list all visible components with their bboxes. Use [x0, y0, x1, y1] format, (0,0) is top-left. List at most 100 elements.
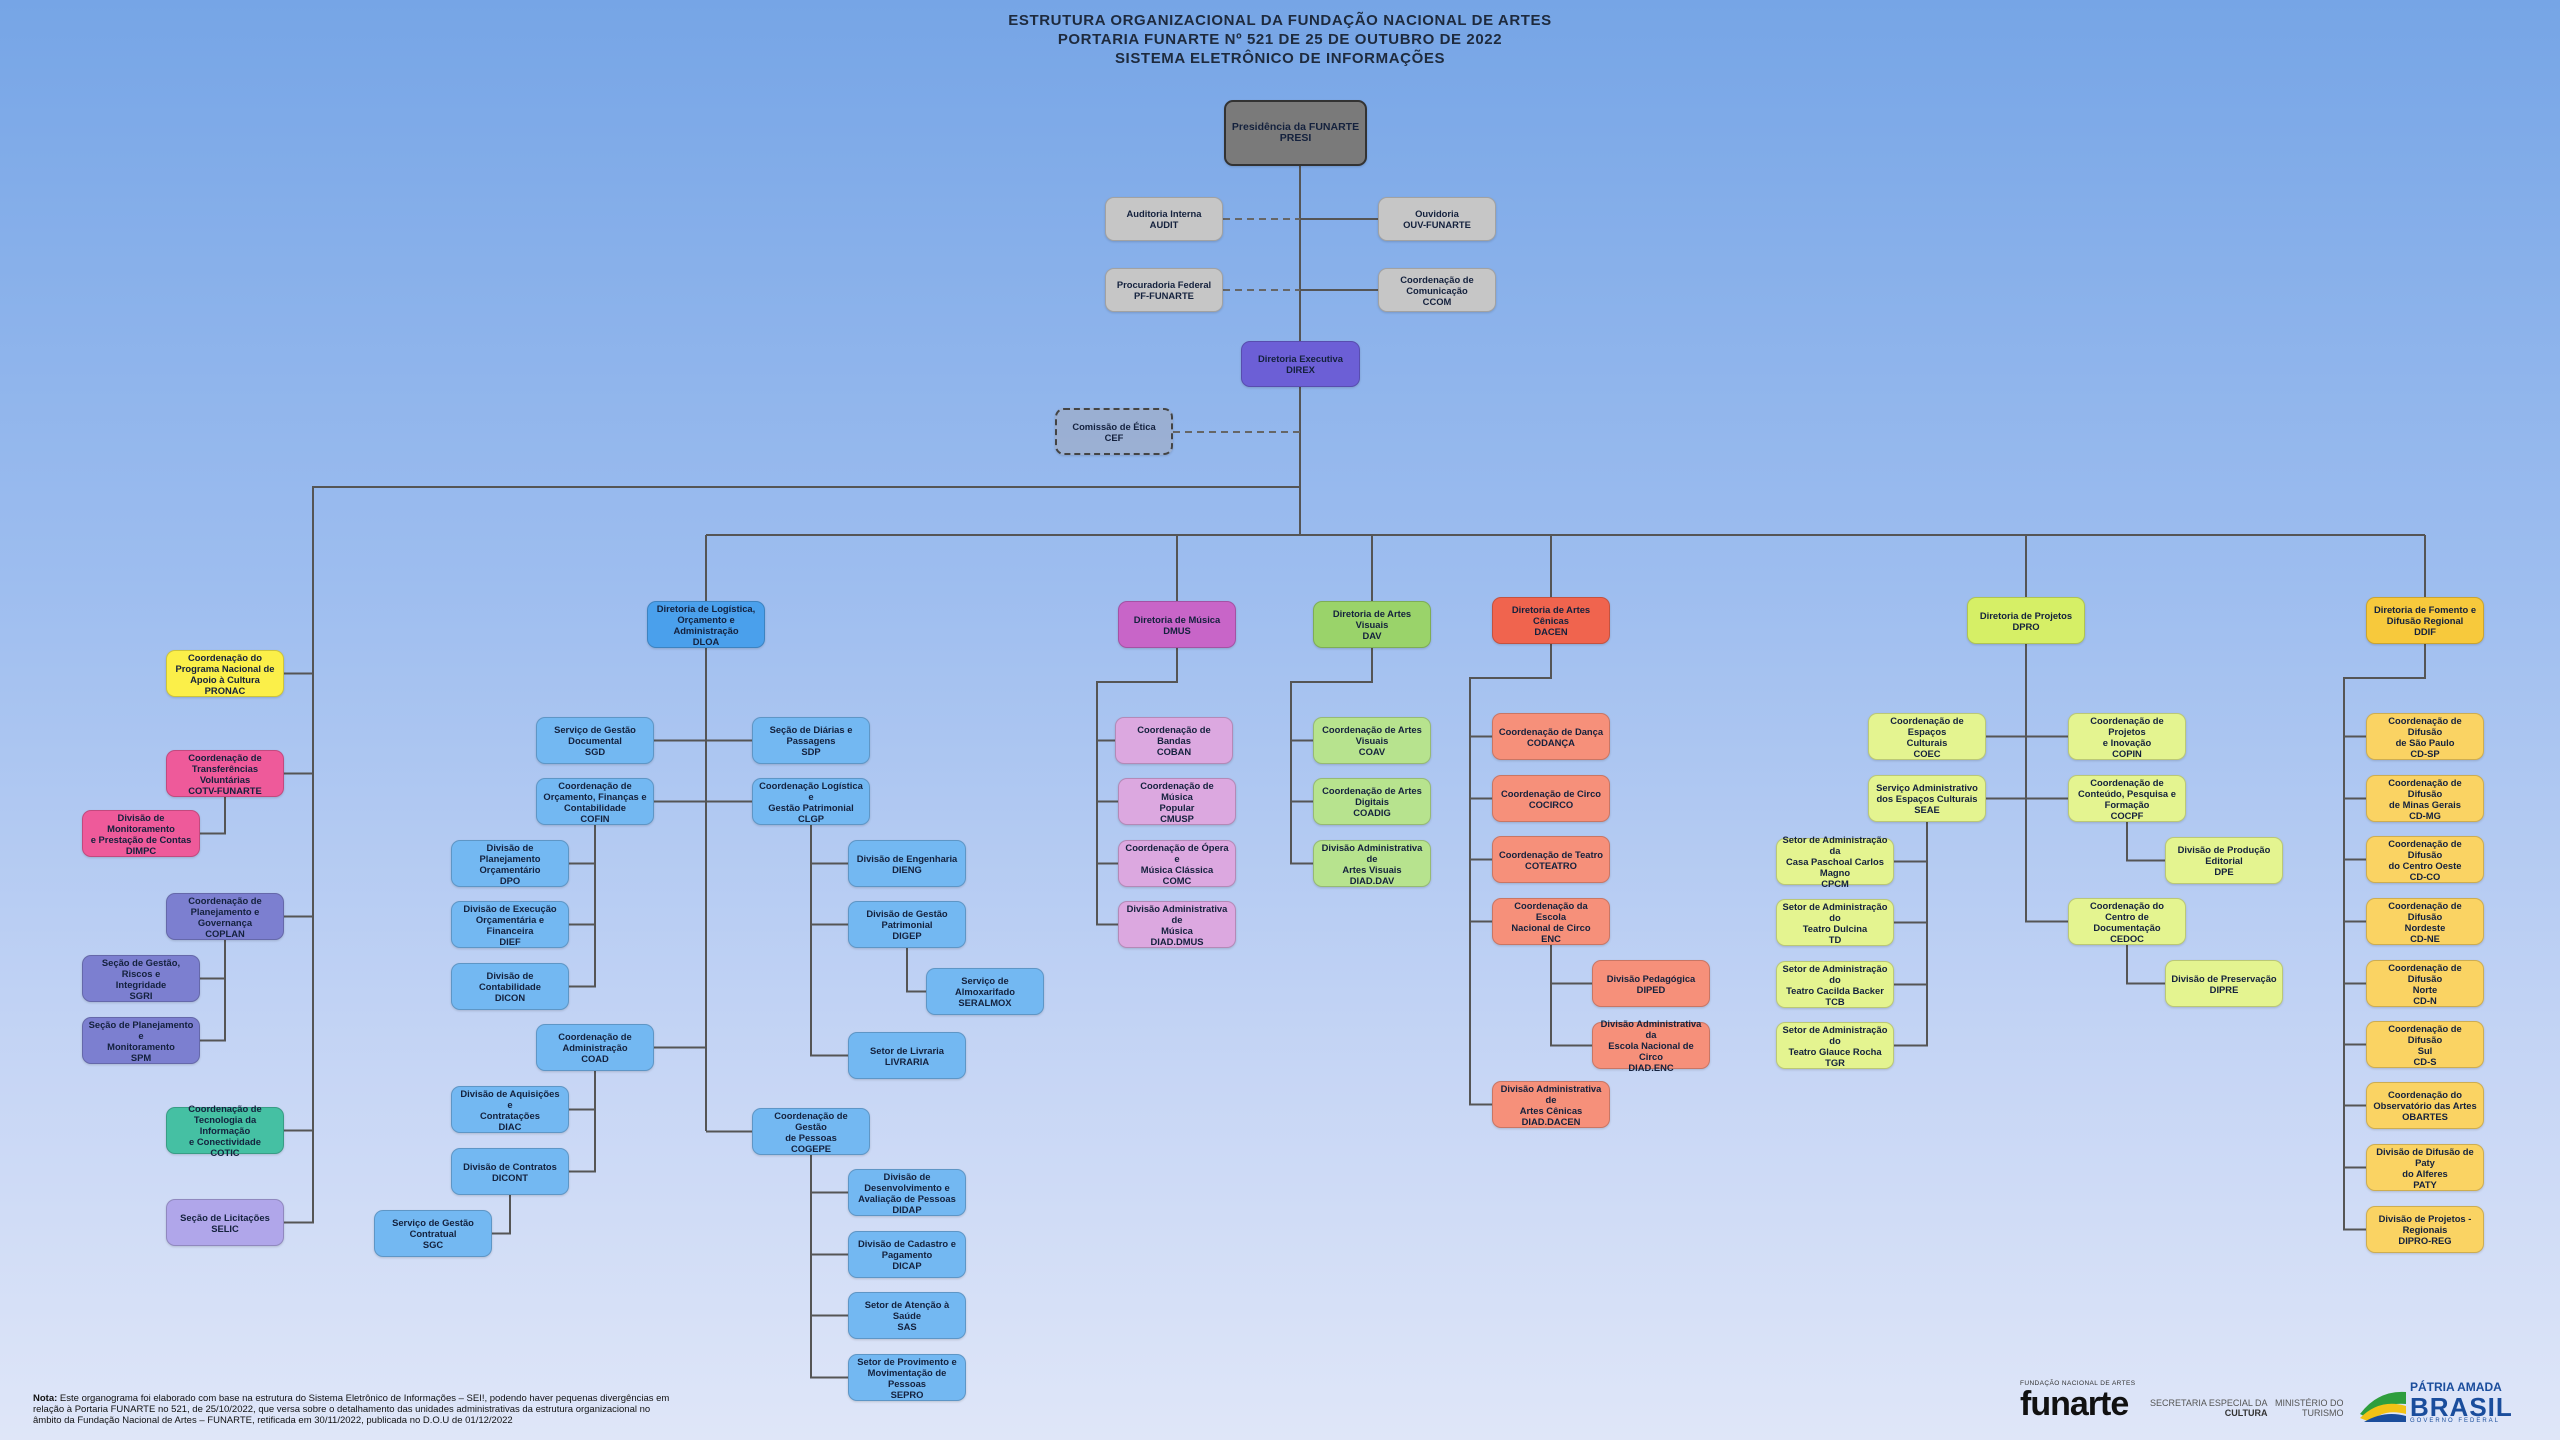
dav-bus: [1290, 648, 1373, 865]
org-unit-line: Divisão Administrativa de: [1321, 841, 1423, 864]
title-line-2: PORTARIA FUNARTE Nº 521 DE 25 DE OUTUBRO…: [1057, 31, 1503, 48]
org-unit-line: PF-FUNARTE: [1134, 290, 1194, 301]
dacen-bus: [1469, 644, 1552, 1106]
org-unit-line: Avaliação de Pessoas: [858, 1192, 956, 1204]
org-unit-line: Administração: [562, 1042, 628, 1053]
org-unit-line: Divisão Administrativa de: [1500, 1082, 1602, 1105]
org-unit-line: DIPED: [1636, 983, 1666, 995]
turismo-text: TURISMO: [2302, 1408, 2344, 1418]
governo-text: GOVERNO FEDERAL: [2410, 1418, 2501, 1424]
org-unit-line: Diretoria de Música: [1133, 613, 1221, 625]
org-unit-line: DPRO: [2012, 620, 2040, 632]
ministerio-logo: MINISTÉRIO DO TURISMO: [2275, 1398, 2344, 1418]
org-unit-line: Orçamento, Finanças e: [543, 790, 647, 802]
secretaria-logo: SECRETARIA ESPECIAL DA CULTURA: [2150, 1398, 2268, 1418]
org-unit-line: Presidência da FUNARTE: [1231, 121, 1360, 133]
org-unit-line: CLGP: [797, 812, 825, 824]
org-unit-line: Integridade: [115, 978, 167, 990]
org-unit-line: CEF: [1104, 431, 1124, 443]
org-unit-line: Diretoria Executiva: [1258, 353, 1343, 364]
org-unit-line: Ouvidoria: [1415, 208, 1459, 219]
org-unit-line: Coordenação de: [188, 751, 262, 763]
org-unit-line: DAV: [1362, 630, 1382, 641]
org-unit-line: TCB: [1825, 995, 1845, 1007]
